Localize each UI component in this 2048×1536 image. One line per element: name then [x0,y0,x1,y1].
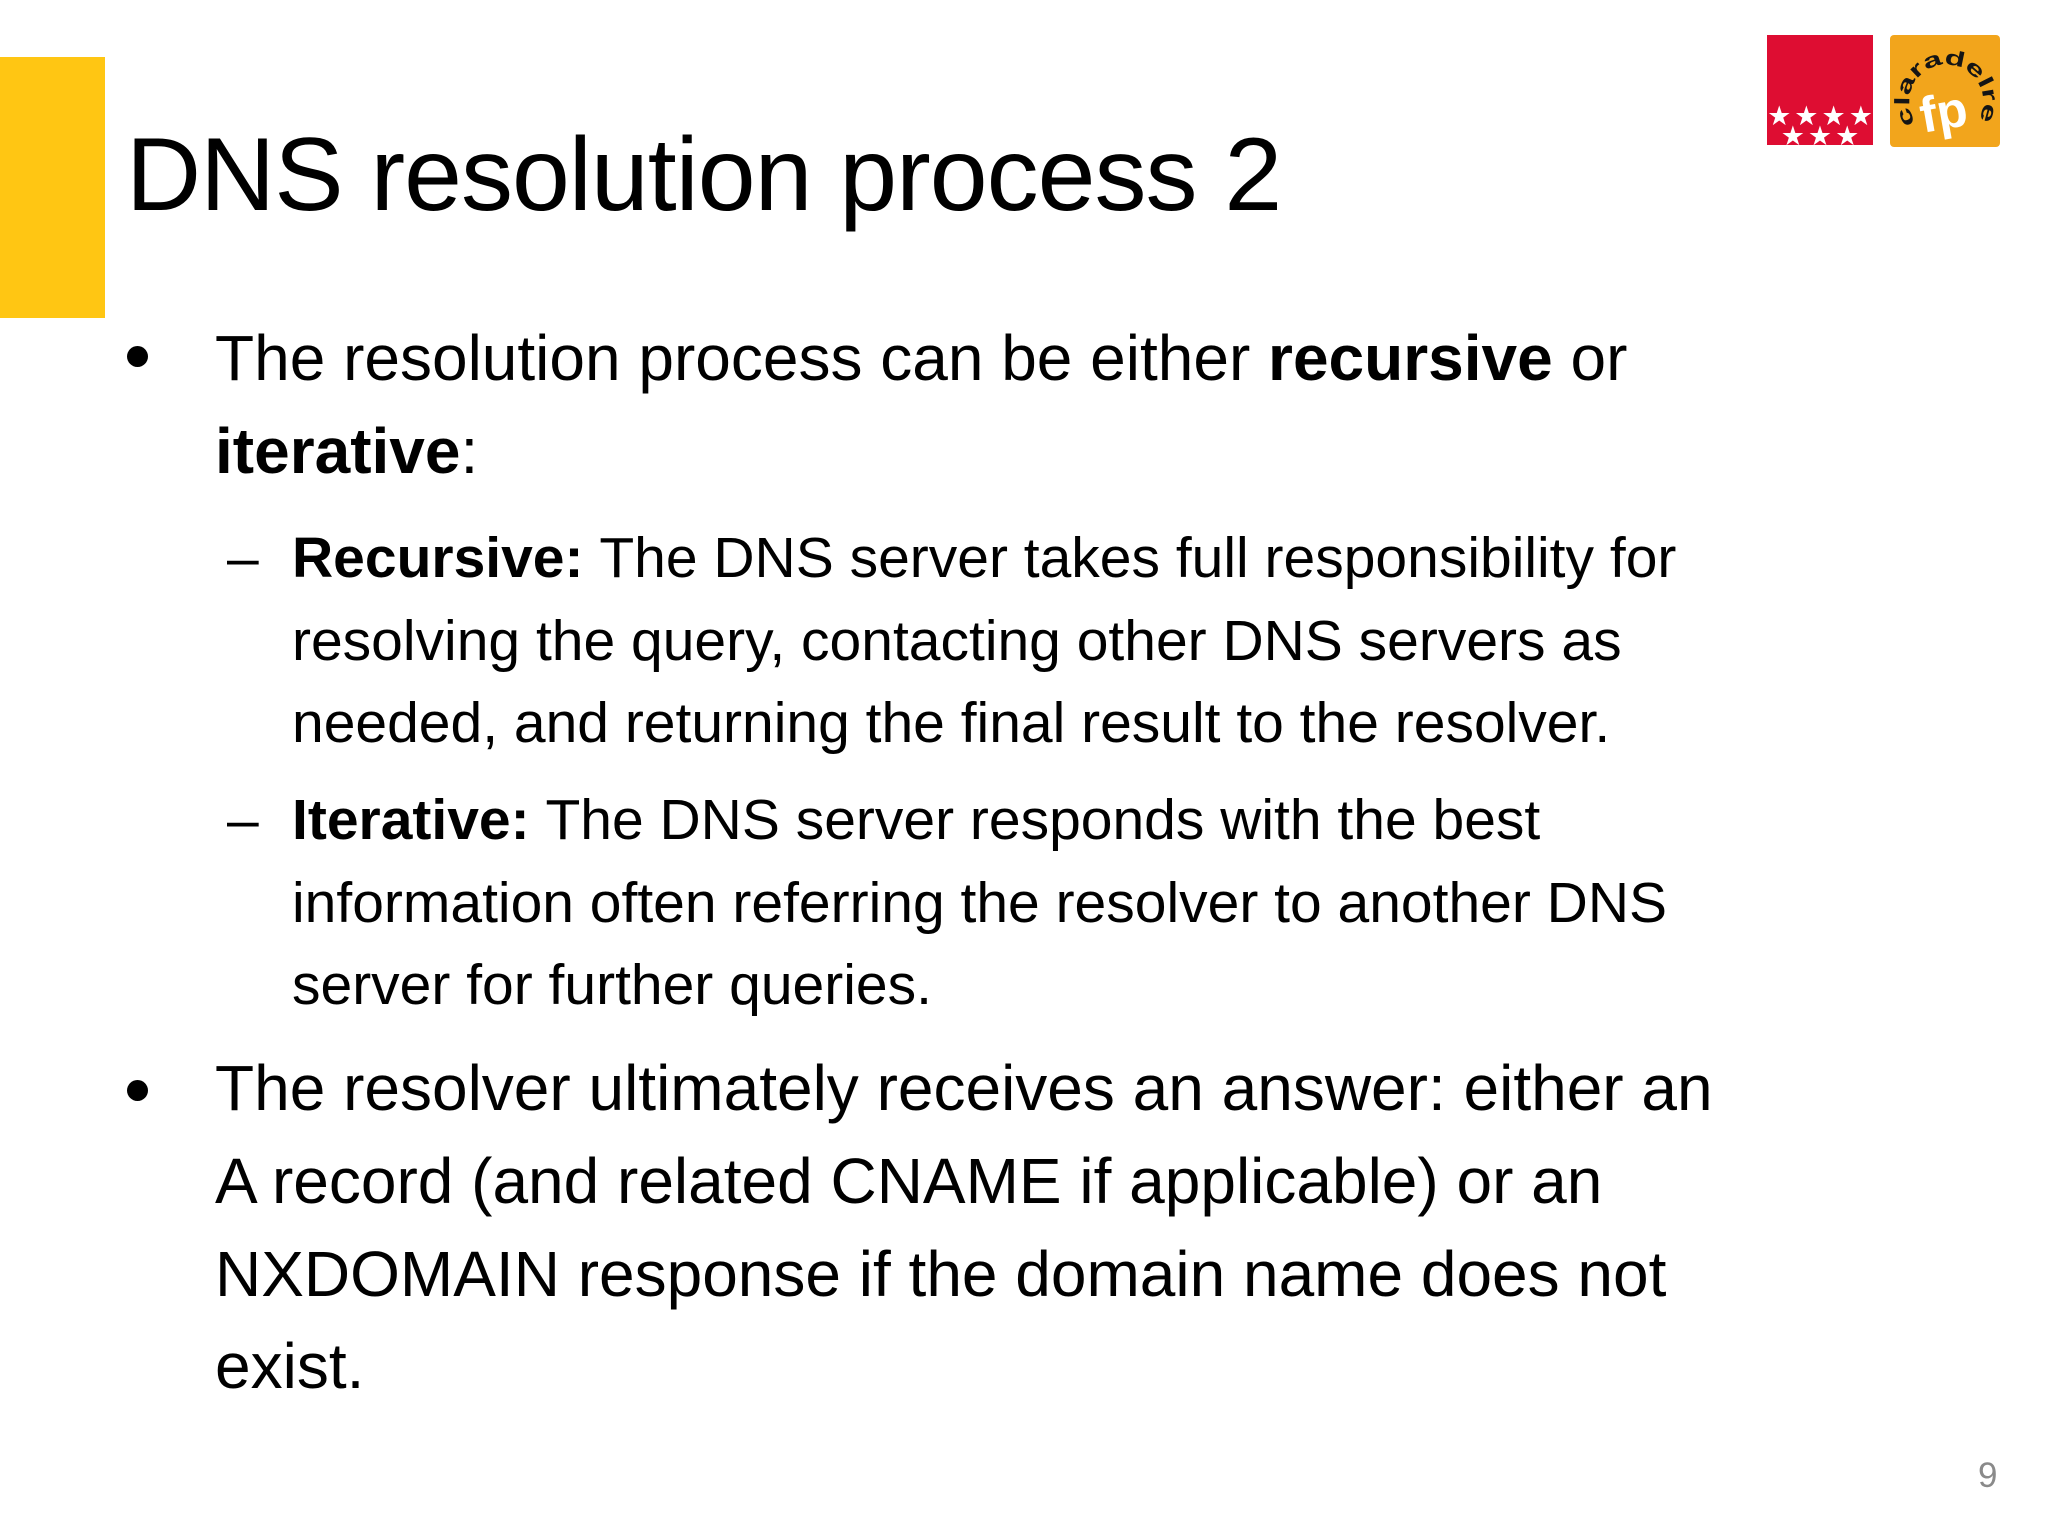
text-segment: recursive [1268,322,1553,394]
text-segment: Iterative: [292,788,546,852]
text-segment: The DNS server responds with the best in… [292,788,1668,1018]
sub-bullet-item-2: Iterative: The DNS server responds with … [292,779,2012,1027]
bullet-item-2: The resolver ultimately receives an answ… [215,1042,2015,1413]
bullet-dot [127,346,148,367]
text-segment: The resolution process can be either [215,322,1269,394]
text-segment: The DNS server takes full responsibility… [292,526,1677,756]
logo-background [1890,35,2000,147]
logo-fp-text: fp [1915,80,1971,143]
text-segment: : [460,414,479,487]
yellow-accent-bar [0,57,105,318]
bullet-item-1: The resolution process can be either rec… [215,312,2015,498]
slide-title: DNS resolution process 2 [126,117,1282,233]
sub-bullet-item-1: Recursive: The DNS server takes full res… [292,517,2012,765]
star-icon-row: ★★★★ [1767,101,1876,131]
text-segment: The resolver ultimately receives an answ… [215,1052,1713,1403]
text-segment: or [1570,322,1628,394]
text-segment: Recursive: [292,526,600,590]
madrid-flag-logo: ★★★★ ★★★ [1767,35,1876,150]
page-number: 9 [1978,1456,1998,1495]
bullet-dot [127,1080,148,1101]
sub-bullet-dash: – [227,788,259,852]
sub-bullet-dash: – [227,526,259,590]
star-icon-row: ★★★ [1780,121,1863,151]
claradelrey-logo-graphic: claradelrey fp [1890,35,2000,147]
text-segment: iterative [215,414,461,487]
claradelrey-fp-logo: claradelrey fp [1890,35,2000,147]
